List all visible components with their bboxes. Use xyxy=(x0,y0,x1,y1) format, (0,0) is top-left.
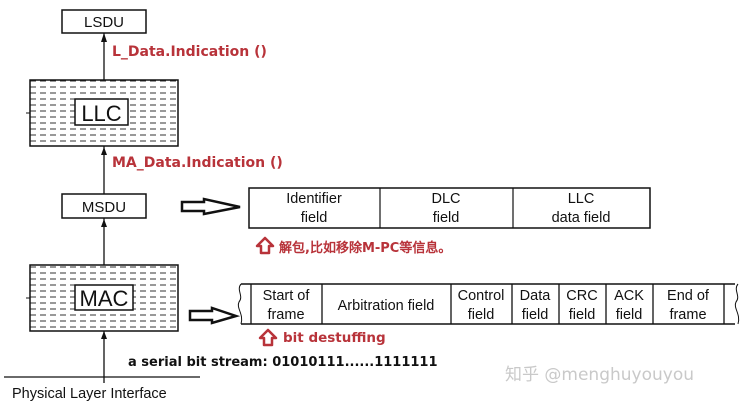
lsdu-box: LSDU xyxy=(61,9,147,34)
l-data-indication-label: L_Data.Indication () xyxy=(112,44,267,60)
hollow-arrow-right-icon xyxy=(188,306,241,325)
mac-field-control-line2: field xyxy=(468,307,495,323)
arrow-up-icon xyxy=(101,33,107,42)
red-up-arrow-icon xyxy=(255,236,275,255)
mac-field-data-line1: Data xyxy=(520,288,552,304)
msdu-frame: Identifier field DLC field LLC data fiel… xyxy=(248,187,651,229)
mac-field-ack-line2: field xyxy=(616,307,643,323)
physical-layer-label: Physical Layer Interface xyxy=(12,386,167,402)
watermark: 知乎 @menghuyouyou xyxy=(505,365,694,385)
hollow-arrow-right-icon xyxy=(180,197,241,216)
mac-label: MAC xyxy=(80,286,129,311)
arrow-up-icon xyxy=(101,331,107,339)
bit-destuffing-note: bit destuffing xyxy=(283,330,386,346)
mac-field-eof-line2: frame xyxy=(669,307,706,323)
red-up-arrow-icon xyxy=(258,328,278,347)
mac-field-data-line2: field xyxy=(522,307,549,323)
arrow-up-icon xyxy=(101,219,107,227)
mac-layer-box: MAC xyxy=(26,264,179,332)
mac-field-control-line1: Control xyxy=(458,288,505,304)
mac-field-crc-line1: CRC xyxy=(566,288,597,304)
llc-label: LLC xyxy=(81,101,121,126)
msdu-box: MSDU xyxy=(61,193,147,219)
arrow-up-icon xyxy=(101,147,107,155)
mac-field-sof-line1: Start of xyxy=(263,288,311,304)
mac-field-ack-line1: ACK xyxy=(614,288,644,304)
mac-field-arbitration: Arbitration field xyxy=(338,298,435,314)
msdu-field-dlc-line1: DLC xyxy=(431,191,460,207)
msdu-field-identifier-line1: Identifier xyxy=(286,191,342,207)
msdu-field-llc-data-line2: data field xyxy=(552,210,611,226)
unpack-note: 解包,比如移除M-PC等信息。 xyxy=(278,240,451,256)
ma-data-indication-label: MA_Data.Indication () xyxy=(112,155,283,171)
msdu-label: MSDU xyxy=(82,199,126,216)
mac-field-crc-line2: field xyxy=(569,307,596,323)
mac-field-eof-line1: End of xyxy=(667,288,710,304)
msdu-field-llc-data-line1: LLC xyxy=(568,191,595,207)
mac-frame: Start of frame Arbitration field Control… xyxy=(237,283,740,325)
msdu-field-identifier-line2: field xyxy=(301,210,328,226)
llc-layer-box: LLC xyxy=(26,79,179,147)
mac-field-sof-line2: frame xyxy=(267,307,304,323)
msdu-field-dlc-line2: field xyxy=(433,210,460,226)
lsdu-label: LSDU xyxy=(84,14,124,31)
bit-stream-label: a serial bit stream: 01010111......11111… xyxy=(128,355,438,370)
